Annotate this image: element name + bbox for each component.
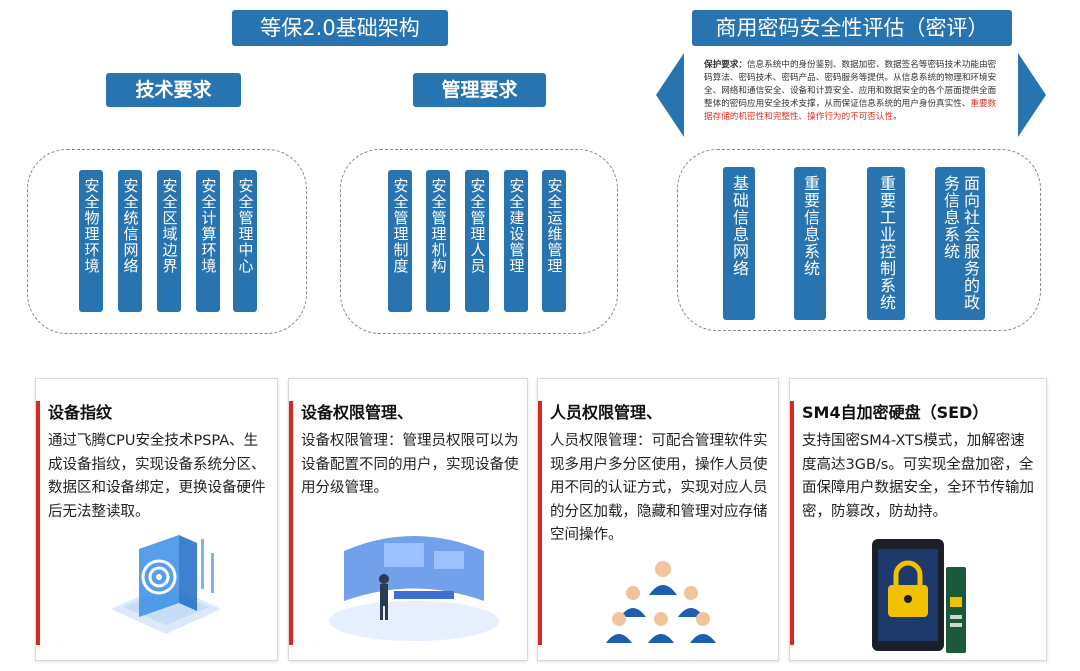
tech-item-boundary: 安全区域边界 <box>157 170 181 312</box>
mgmt-item-label: 安全管理制度 <box>391 178 410 274</box>
card-title: 设备指纹 <box>48 403 113 422</box>
card-body: 人员权限管理：可配合管理软件实现多用户多分区使用，操作人员使用不同的认证方式，实… <box>550 433 768 543</box>
tech-item-network: 安全统信网络 <box>118 170 142 312</box>
eval-item-basic-network: 基础信息网络 <box>723 167 755 320</box>
card-title: SM4自加密硬盘（SED） <box>802 403 989 422</box>
eval-highlight: 重要数据存储的机密性和完整性、操作行为的不可否认性 <box>704 98 997 121</box>
tech-item-label: 安全计算环境 <box>199 178 218 274</box>
eval-body: 信息系统中的身份鉴别、数据加密、数据签名等密码技术功能由密码算法、密码技术、密码… <box>704 59 997 108</box>
eval-item-label: 重要信息系统 <box>801 175 820 277</box>
card-sed-disk: SM4自加密硬盘（SED） 支持国密SM4-XTS模式，加解密速度高达3GB/s… <box>789 378 1047 661</box>
eval-requirement-frame <box>656 53 1046 137</box>
tech-requirements-title: 技术要求 <box>106 73 241 107</box>
mgmt-item-system: 安全管理制度 <box>388 170 412 312</box>
mgmt-item-operation: 安全运维管理 <box>542 170 566 312</box>
eval-item-label: 重要工业控制系统 <box>877 175 896 311</box>
eval-item-label: 面向社会服务的政务信息系统 <box>941 175 980 311</box>
tech-item-label: 安全管理中心 <box>236 178 255 274</box>
tech-item-physical-env: 安全物理环境 <box>79 170 103 312</box>
card-device-permission: 设备权限管理、 设备权限管理：管理员权限可以为设备配置不同的用户，实现设备使用分… <box>288 378 528 661</box>
dengbao-title: 等保2.0基础架构 <box>232 10 448 46</box>
fingerprint-chip-illustration <box>111 535 221 634</box>
card-accent-bar <box>289 401 293 645</box>
mgmt-item-label: 安全管理机构 <box>429 178 448 274</box>
card-title: 人员权限管理、 <box>550 403 663 422</box>
encrypted-disk-illustration <box>872 539 966 653</box>
eval-item-industrial-control: 重要工业控制系统 <box>867 167 905 320</box>
card-personnel-permission: 人员权限管理、 人员权限管理：可配合管理软件实现多用户多分区使用，操作人员使用不… <box>537 378 779 661</box>
card-accent-bar <box>538 401 542 645</box>
tech-item-label: 安全统信网络 <box>121 178 140 274</box>
card-accent-bar <box>790 401 794 645</box>
tech-item-computing: 安全计算环境 <box>196 170 220 312</box>
card-body: 设备权限管理：管理员权限可以为设备配置不同的用户，实现设备使用分级管理。 <box>301 433 519 496</box>
tech-item-label: 安全区域边界 <box>160 178 179 274</box>
mipin-title: 商用密码安全性评估（密评） <box>692 10 1012 46</box>
mgmt-item-personnel: 安全管理人员 <box>465 170 489 312</box>
eval-item-important-system: 重要信息系统 <box>794 167 826 320</box>
mgmt-items-box <box>340 149 618 334</box>
card-accent-bar <box>36 401 40 645</box>
mgmt-item-label: 安全管理人员 <box>468 178 487 274</box>
tech-item-center: 安全管理中心 <box>233 170 257 312</box>
eval-item-label: 基础信息网络 <box>730 175 749 277</box>
eval-label: 保护要求： <box>704 59 747 69</box>
card-body: 通过飞腾CPU安全技术PSPA、生成设备指纹，实现设备系统分区、数据区和设备绑定… <box>48 433 266 520</box>
eval-requirement-text: 保护要求：信息系统中的身份鉴别、数据加密、数据签名等密码技术功能由密码算法、密码… <box>704 58 1004 123</box>
mgmt-item-label: 安全建设管理 <box>507 178 526 274</box>
mgmt-item-construction: 安全建设管理 <box>504 170 528 312</box>
operator-dashboard-illustration <box>329 536 499 641</box>
org-hierarchy-illustration <box>606 561 716 643</box>
card-body: 支持国密SM4-XTS模式，加解密速度高达3GB/s。可实现全盘加密，全面保障用… <box>802 433 1034 520</box>
card-device-fingerprint: 设备指纹 通过飞腾CPU安全技术PSPA、生成设备指纹，实现设备系统分区、数据区… <box>35 378 278 661</box>
mgmt-item-organization: 安全管理机构 <box>426 170 450 312</box>
eval-items-box <box>677 149 1041 331</box>
tech-item-label: 安全物理环境 <box>82 178 101 274</box>
eval-item-gov-service: 面向社会服务的政务信息系统 <box>935 167 985 320</box>
card-title: 设备权限管理、 <box>301 403 414 422</box>
mgmt-item-label: 安全运维管理 <box>545 178 564 274</box>
eval-end: 。 <box>893 111 902 121</box>
mgmt-requirements-title: 管理要求 <box>413 73 546 107</box>
tech-items-box <box>27 149 307 334</box>
